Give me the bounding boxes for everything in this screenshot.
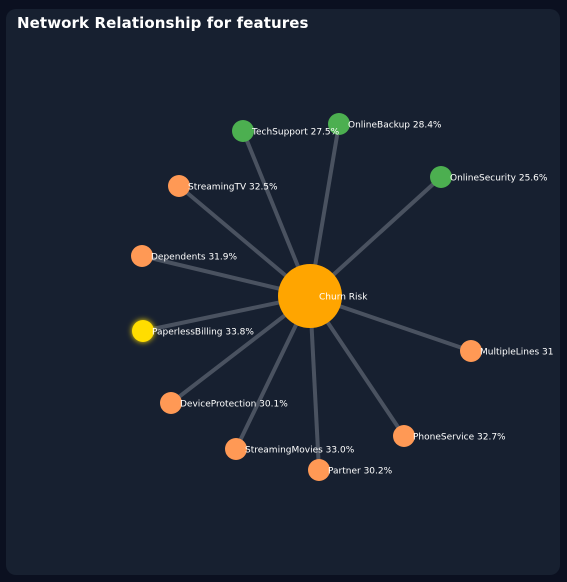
node-label-dependents: Dependents 31.9% — [151, 253, 237, 263]
node-label-online-security: OnlineSecurity 25.6% — [450, 174, 548, 184]
node-dependents[interactable] — [131, 245, 153, 267]
node-online-security[interactable] — [430, 166, 452, 188]
node-label-phone-service: PhoneService 32.7% — [413, 433, 506, 443]
node-label-churn-risk: Churn Risk — [319, 293, 368, 303]
node-multiple-lines[interactable] — [460, 340, 482, 362]
node-phone-service[interactable] — [393, 425, 415, 447]
node-label-paperless-billing: PaperlessBilling 33.8% — [152, 328, 254, 338]
node-device-protection[interactable] — [160, 392, 182, 414]
node-label-online-backup: OnlineBackup 28.4% — [348, 121, 442, 131]
chart-title: Network Relationship for features — [17, 14, 309, 32]
node-label-device-protection: DeviceProtection 30.1% — [180, 400, 288, 410]
node-label-multiple-lines: MultipleLines 31 — [480, 348, 554, 358]
node-churn-risk[interactable] — [278, 264, 342, 328]
node-partner[interactable] — [308, 459, 330, 481]
node-label-streaming-movies: StreamingMovies 33.0% — [245, 446, 355, 456]
node-label-partner: Partner 30.2% — [328, 467, 393, 477]
node-paperless-billing[interactable] — [132, 320, 154, 342]
node-label-streaming-tv: StreamingTV 32.5% — [188, 183, 278, 193]
node-tech-support[interactable] — [232, 120, 254, 142]
network-panel: Network Relationship for features TechSu… — [6, 9, 560, 575]
node-label-tech-support: TechSupport 27.5% — [251, 128, 340, 138]
node-streaming-tv[interactable] — [168, 175, 190, 197]
node-online-backup[interactable] — [328, 113, 350, 135]
network-graph: TechSupport 27.5% OnlineBackup 28.4% Onlin… — [131, 113, 554, 481]
node-streaming-movies[interactable] — [225, 438, 247, 460]
